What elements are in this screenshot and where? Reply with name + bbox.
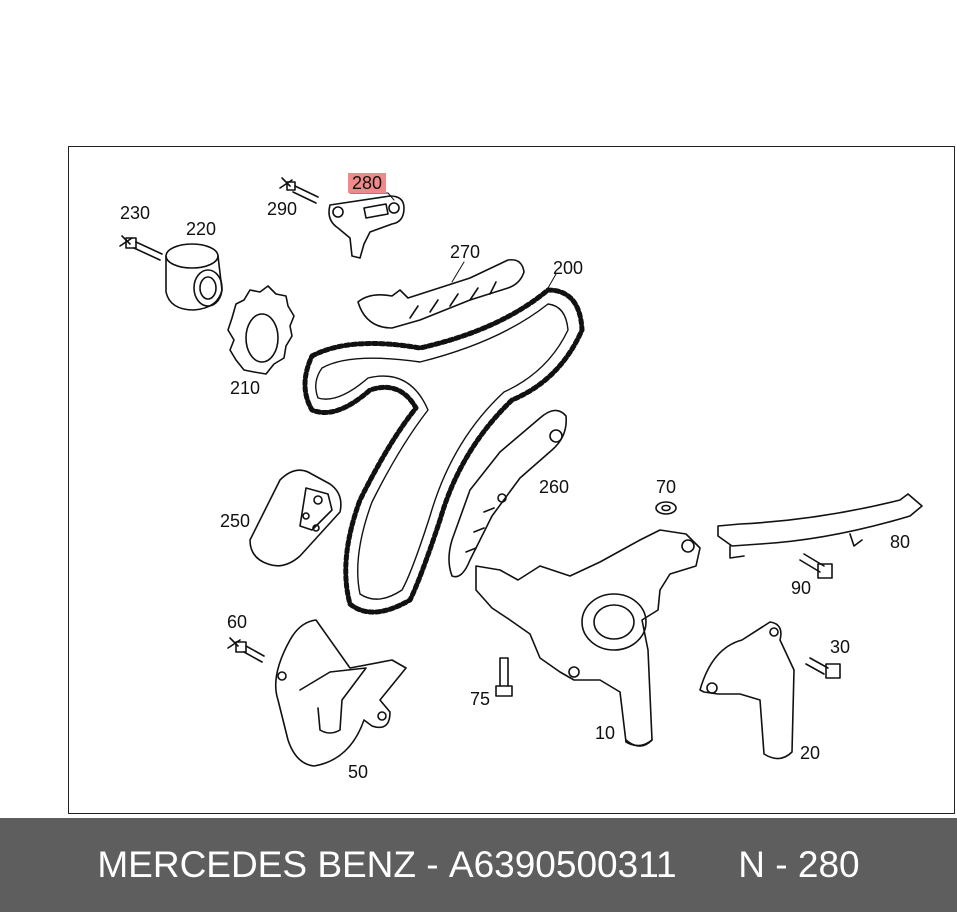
part-80-rail: [717, 493, 923, 559]
part-70-washer: [655, 501, 677, 515]
callout-90: 90: [791, 578, 812, 598]
part-210-sprocket: [227, 285, 295, 375]
callout-50: 50: [348, 762, 369, 782]
part-90-bolt: [799, 553, 833, 579]
part-220-idler: [165, 243, 223, 311]
footer-gap: [677, 844, 739, 886]
part-260-rail: [448, 409, 568, 578]
callout-70: 70: [656, 477, 677, 497]
part-250-pad: [249, 469, 342, 567]
callout-280: 280: [348, 173, 387, 193]
footer-separator: -: [416, 844, 449, 885]
footer-caption: MERCEDES BENZ - A6390500311 N - 280: [0, 818, 957, 912]
callout-80: 80: [890, 532, 911, 552]
part-20-bracket: [699, 621, 795, 760]
callout-60: 60: [227, 612, 248, 632]
part-290-bolt: [279, 177, 319, 204]
callout-30: 30: [830, 637, 851, 657]
part-280-bracket: [328, 195, 405, 259]
footer-bar: MERCEDES BENZ - A6390500311 N - 280: [0, 818, 957, 912]
part-270-guide: [357, 258, 525, 329]
callout-200: 200: [553, 258, 584, 278]
callout-270: 270: [450, 242, 481, 262]
part-10-pump: [475, 529, 701, 747]
callout-230: 230: [120, 203, 151, 223]
footer-brand: MERCEDES BENZ: [97, 844, 416, 885]
callout-210: 210: [230, 378, 261, 398]
footer-part-number: A6390500311: [448, 844, 677, 885]
part-60-bolt: [227, 637, 265, 663]
callout-260: 260: [539, 477, 570, 497]
leader-lines: [349, 192, 557, 289]
part-230-bolt: [119, 235, 163, 261]
callout-75: 75: [470, 689, 491, 709]
footer-position: N - 280: [738, 844, 860, 885]
part-200-chain: [302, 287, 585, 615]
part-50-cover: [274, 619, 407, 767]
part-30-bolt: [805, 657, 841, 679]
callout-250: 250: [220, 511, 251, 531]
callout-290: 290: [267, 199, 298, 219]
callout-10: 10: [595, 723, 616, 743]
diagram-frame: [68, 146, 955, 814]
callout-20: 20: [800, 743, 821, 763]
part-75-bolt: [495, 657, 513, 697]
callout-220: 220: [186, 219, 217, 239]
